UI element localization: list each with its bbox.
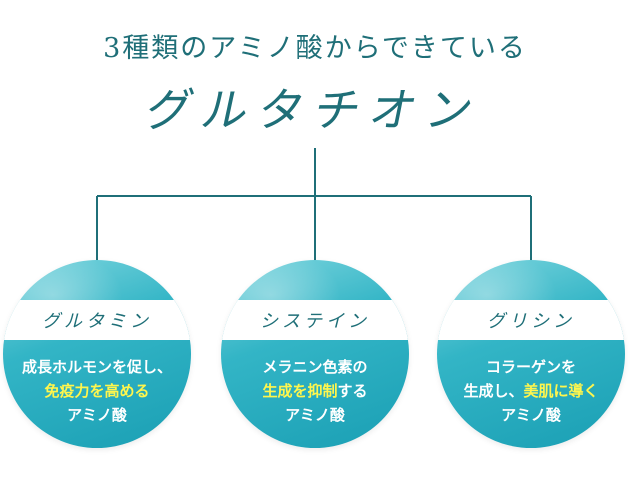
node-glycine: グリシン コラーゲンを 生成し、美肌に導く アミノ酸 bbox=[437, 260, 625, 448]
node-cysteine: システイン メラニン色素の 生成を抑制する アミノ酸 bbox=[221, 260, 409, 448]
desc-line: アミノ酸 bbox=[501, 406, 561, 424]
desc-line: コラーゲンを bbox=[485, 358, 576, 376]
desc-text: する bbox=[337, 382, 368, 400]
node-name: グリシン bbox=[487, 311, 575, 332]
node-name: システイン bbox=[260, 311, 370, 332]
desc-highlight: 生成を抑制 bbox=[262, 382, 338, 400]
node-band: グルタミン bbox=[3, 300, 191, 340]
desc-line: メラニン色素の bbox=[262, 358, 368, 376]
node-name: グルタミン bbox=[42, 311, 152, 332]
node-description: 成長ホルモンを促し、 免疫力を高める アミノ酸 bbox=[3, 355, 191, 427]
desc-highlight: 美肌に導く bbox=[523, 382, 599, 400]
node-band: システイン bbox=[221, 300, 409, 340]
desc-highlight: 免疫力を高める bbox=[44, 382, 150, 400]
desc-text: 生成し、 bbox=[463, 382, 524, 400]
node-description: メラニン色素の 生成を抑制する アミノ酸 bbox=[221, 355, 409, 427]
desc-line: 成長ホルモンを促し、 bbox=[21, 358, 172, 376]
subtitle: 3種類のアミノ酸からできている bbox=[103, 33, 527, 64]
node-glutamine: グルタミン 成長ホルモンを促し、 免疫力を高める アミノ酸 bbox=[3, 260, 191, 448]
desc-line: アミノ酸 bbox=[67, 406, 127, 424]
desc-line: アミノ酸 bbox=[285, 406, 345, 424]
node-description: コラーゲンを 生成し、美肌に導く アミノ酸 bbox=[437, 355, 625, 427]
node-band: グリシン bbox=[437, 300, 625, 340]
